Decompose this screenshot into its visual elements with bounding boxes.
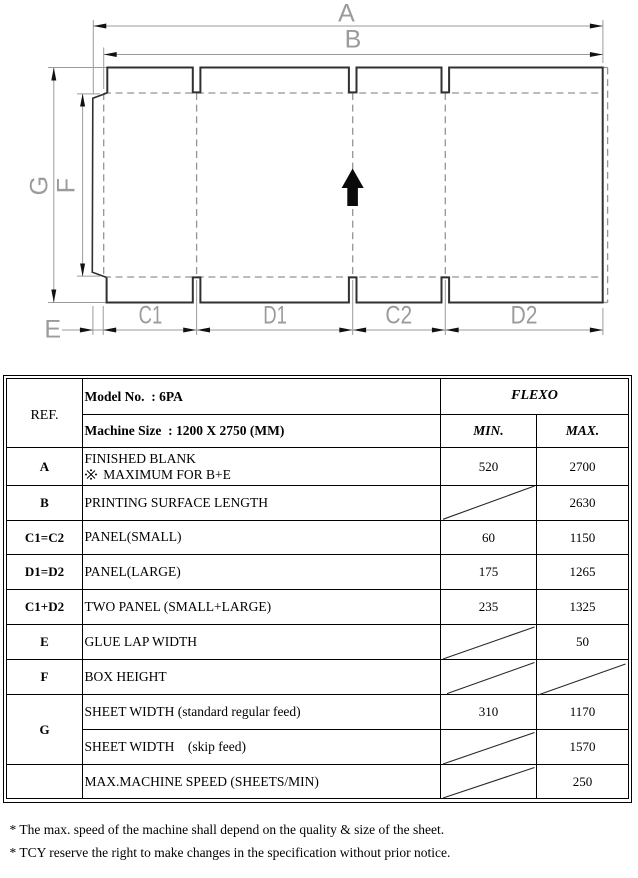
svg-text:F: F: [53, 178, 81, 193]
svg-text:C1: C1: [139, 301, 163, 329]
svg-text:D1: D1: [263, 301, 287, 329]
svg-text:G: G: [26, 176, 54, 195]
svg-text:D2: D2: [511, 301, 538, 329]
svg-text:B: B: [345, 25, 362, 53]
svg-text:E: E: [44, 316, 61, 344]
svg-text:C2: C2: [385, 301, 412, 329]
svg-text:A: A: [338, 0, 355, 28]
